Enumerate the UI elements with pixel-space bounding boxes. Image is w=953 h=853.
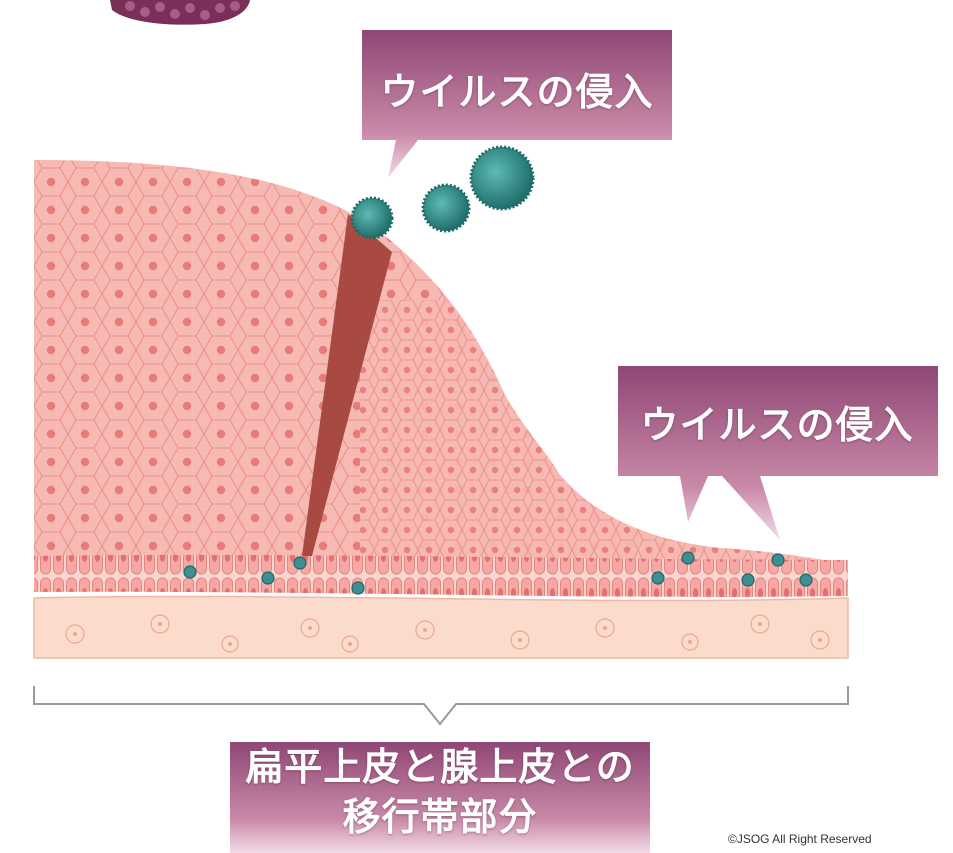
transformation-zone-label: 扁平上皮と腺上皮との 移行帯部分 [230, 742, 650, 853]
virus-icon [471, 147, 533, 209]
transformation-zone-label-line1: 扁平上皮と腺上皮との [230, 742, 650, 792]
virus-icon [352, 198, 392, 238]
transformation-zone-bracket [34, 686, 848, 724]
virus-cluster-fragment [110, 0, 250, 25]
copyright-notice: ©JSOG All Right Reserved [728, 832, 872, 846]
transformation-zone-label-line2: 移行帯部分 [230, 792, 650, 842]
callout-top-label: ウイルスの侵入 [362, 52, 672, 124]
stroma-layer [34, 596, 848, 658]
virus-icon [423, 185, 469, 231]
callout-right-label: ウイルスの侵入 [618, 382, 936, 460]
basal-cell-layer [34, 555, 848, 597]
